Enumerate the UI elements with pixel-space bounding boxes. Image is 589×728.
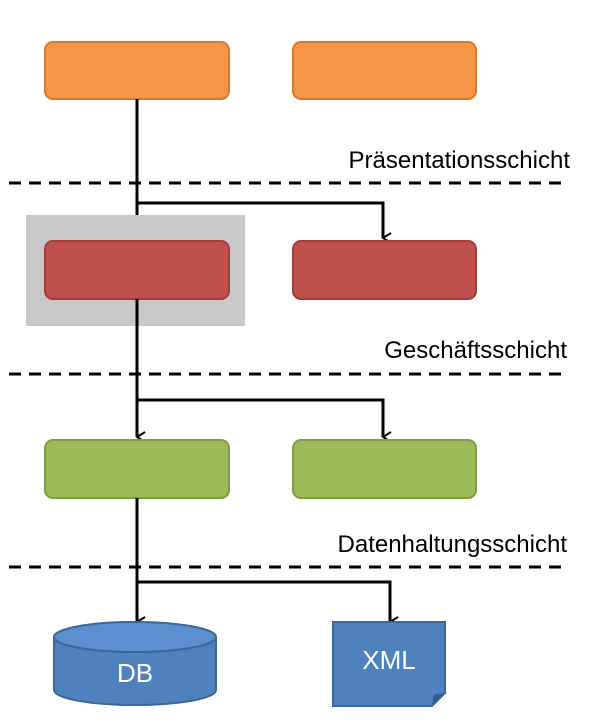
data-box-right — [292, 439, 477, 499]
connector-business-to-data — [135, 299, 383, 437]
data-layer-label: Datenhaltungsschicht — [338, 531, 568, 558]
business-box-left — [44, 240, 230, 300]
xml-label: XML — [362, 645, 415, 675]
presentation-layer-label: Präsentationsschicht — [349, 147, 571, 174]
document-corner-fold — [431, 692, 447, 708]
business-layer-label: Geschäftsschicht — [384, 337, 567, 364]
business-box-right — [292, 240, 477, 300]
database-label: DB — [117, 658, 153, 688]
data-box-left — [44, 439, 230, 499]
presentation-box-left — [44, 41, 230, 100]
presentation-box-right — [292, 41, 477, 100]
database-cylinder-icon — [53, 621, 217, 706]
connector-data-to-storage — [135, 498, 390, 622]
connector-presentation-to-business — [135, 99, 383, 238]
